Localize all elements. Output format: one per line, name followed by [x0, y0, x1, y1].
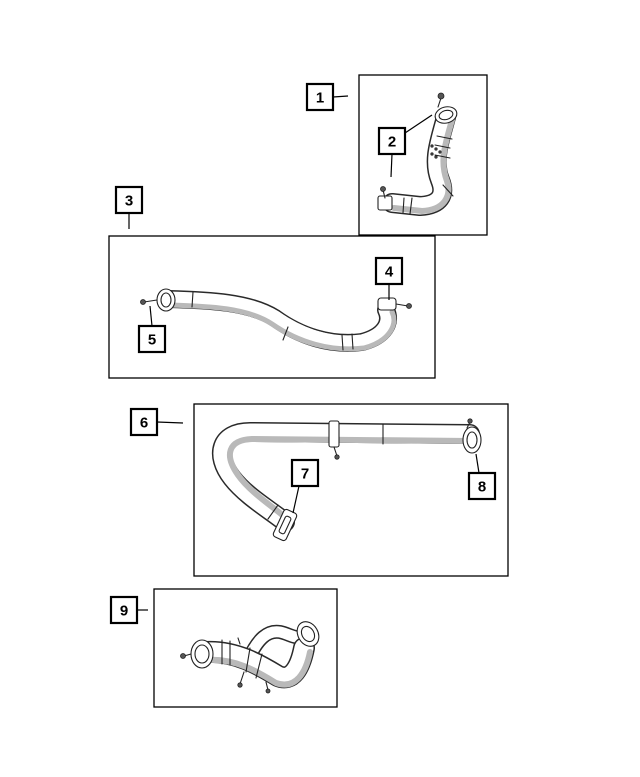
leader-7 [292, 485, 300, 514]
leader-6 [156, 421, 184, 424]
callout-8-label: 8 [478, 479, 486, 496]
leader-2 [404, 114, 433, 134]
panel-1 [358, 74, 488, 236]
panel-6 [193, 403, 509, 577]
hose-assembly-1[interactable] [377, 92, 459, 216]
callout-1[interactable]: 1 [305, 82, 335, 112]
hose-assembly-3[interactable] [140, 288, 412, 352]
panel-1-frame [358, 74, 488, 236]
callout-9[interactable]: 9 [109, 595, 139, 625]
callout-2[interactable]: 2 [377, 126, 407, 156]
panel-9-frame [153, 588, 338, 708]
callout-1-label: 1 [316, 90, 324, 107]
leader-2b [390, 153, 393, 178]
callout-5-label: 5 [148, 332, 156, 349]
callout-7[interactable]: 7 [290, 458, 320, 488]
callout-5[interactable]: 5 [137, 324, 167, 354]
callout-3[interactable]: 3 [114, 185, 144, 215]
callout-7-label: 7 [301, 466, 309, 483]
panel-3-frame [108, 235, 436, 379]
leader-5 [149, 305, 153, 327]
callout-6-label: 6 [140, 415, 148, 432]
callout-2-label: 2 [388, 134, 396, 151]
callout-4-label: 4 [385, 264, 394, 281]
panel-3 [108, 235, 436, 379]
callout-3-label: 3 [125, 193, 133, 210]
leader-1 [332, 95, 349, 98]
panel-6-frame [193, 403, 509, 577]
callout-9-label: 9 [120, 603, 128, 620]
leader-8 [475, 453, 480, 474]
hose-assembly-9[interactable] [180, 618, 324, 694]
callout-4[interactable]: 4 [374, 256, 404, 286]
hose-assembly-6[interactable] [211, 418, 482, 542]
callout-8[interactable]: 8 [467, 471, 497, 501]
panel-9 [153, 588, 338, 708]
callout-6[interactable]: 6 [129, 407, 159, 437]
